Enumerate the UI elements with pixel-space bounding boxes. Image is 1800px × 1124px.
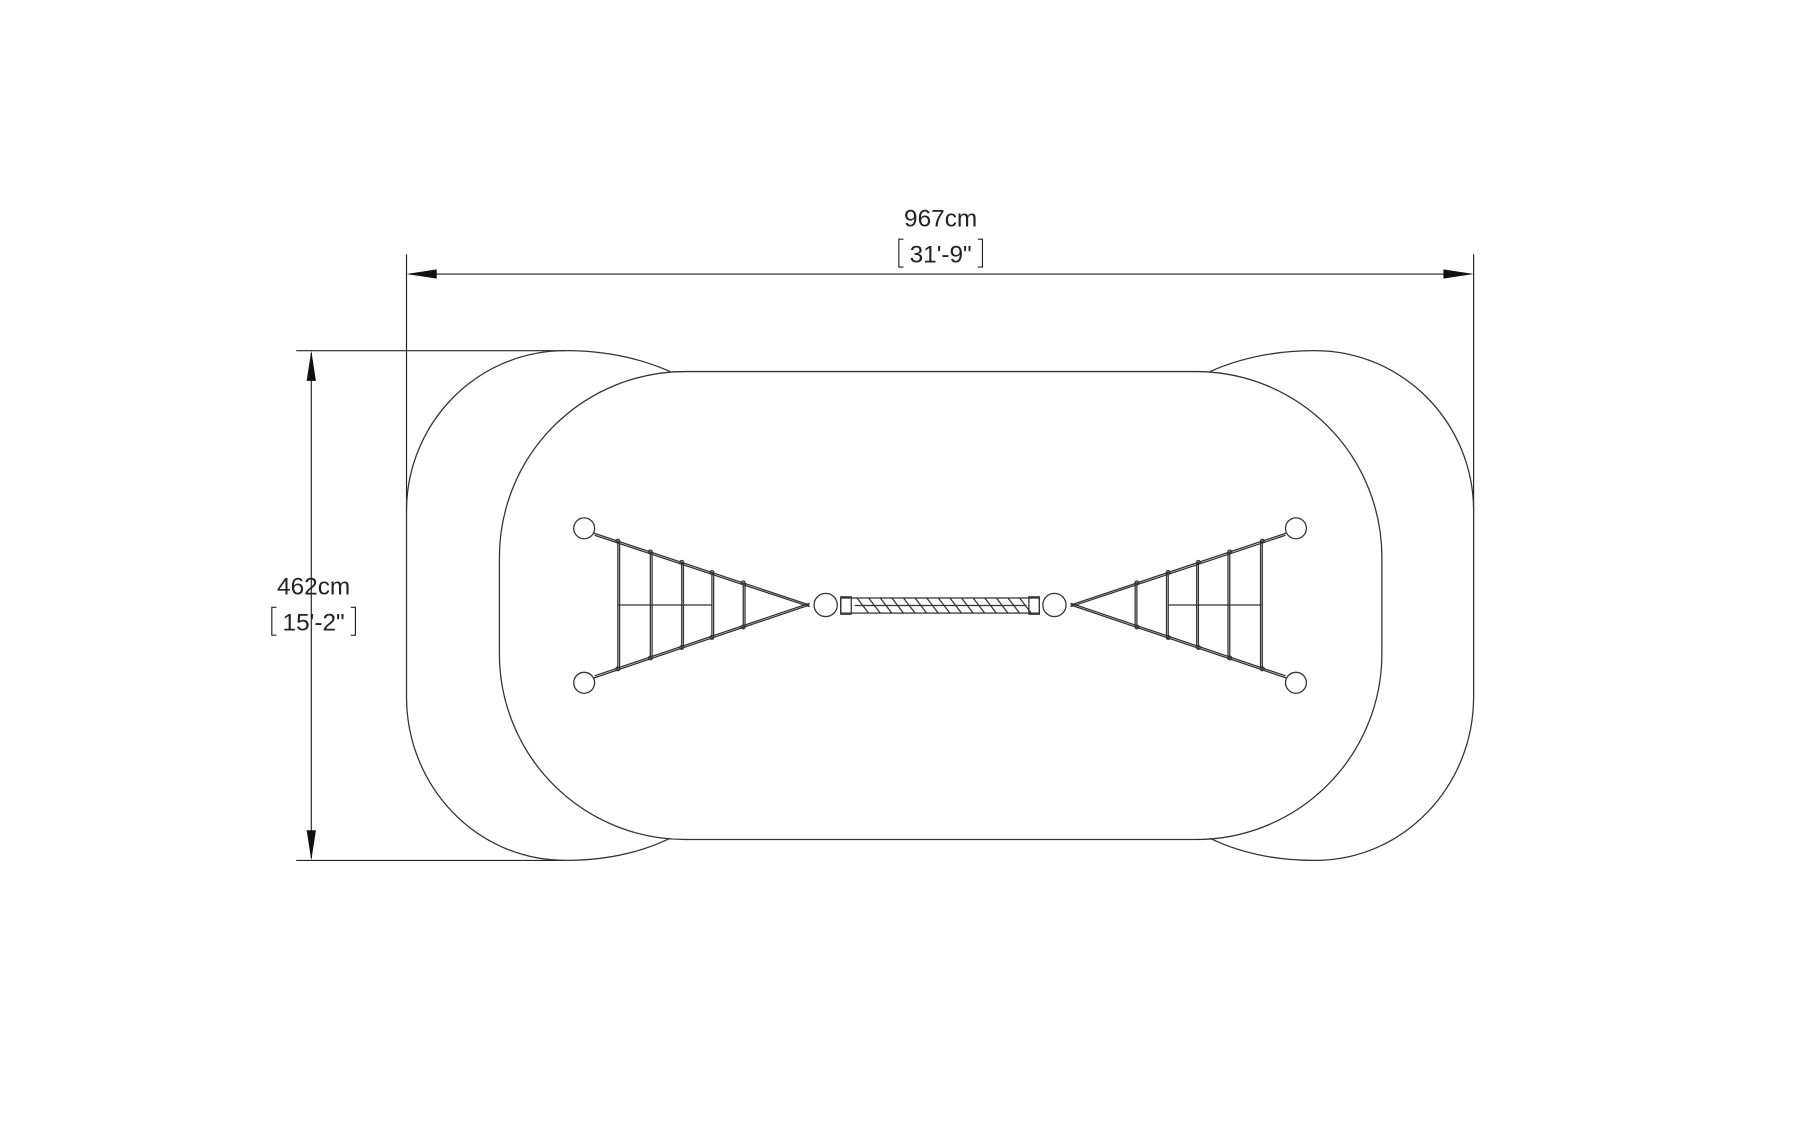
log-twist [984,597,997,614]
log-twist [937,597,951,614]
width-metric-label: 967cm [904,205,977,232]
width-bracket [898,238,984,268]
log-twist [879,597,893,614]
log-endcap [1028,596,1040,615]
net-rope [1070,532,1287,606]
depth-bracket [271,606,356,636]
net-clamp [740,624,746,630]
anchor-ring [1284,517,1308,540]
net-rope [1070,534,1286,608]
arrowhead-bottom-icon [306,830,316,861]
depth-metric-label: 462cm [277,574,350,601]
log-twist [856,597,870,614]
net-clamp [615,538,621,544]
width-dimension: 967cm 31'-9" [405,205,1475,511]
net-clamp [1227,549,1233,555]
safety-zone-right-lobe [1209,350,1475,862]
net-rope [1070,602,1286,677]
net-clamp [679,645,685,651]
net-clamp [647,655,653,661]
net-clamp [647,549,653,555]
anchor-ring [573,671,596,694]
net-rope [593,604,810,679]
log-twist [914,597,928,614]
net-rope [593,532,810,606]
net-clamp [709,569,715,575]
depth-imperial-label: 15'-2" [283,610,345,637]
net-clamp [1227,655,1233,661]
depth-dimension: 462cm 15'-2" [271,350,566,861]
climbing-net-equipment [573,517,1308,694]
post [1042,592,1067,618]
net-clamp [1165,634,1171,640]
net-clamp [740,580,746,586]
net-clamp [615,666,621,672]
net-rope [594,534,810,608]
log-twist [926,597,939,614]
net-clamp [1259,538,1265,544]
net-clamp [1195,559,1201,565]
safety-zone-main [498,370,1383,841]
net-clamp [679,559,685,565]
safety-zone-left-lobe [405,350,671,862]
arrowhead-top-icon [306,350,316,381]
anchor-ring [1284,671,1308,694]
log-endcap [840,596,852,615]
log-twist [868,597,881,614]
net-rope [594,602,810,677]
log-twist [1007,597,1021,614]
net-clamp [1134,624,1140,630]
net-clamp [1259,666,1265,672]
net-rope [1070,604,1287,679]
log-twist [902,597,916,614]
net-clamp [1134,580,1140,586]
net-clamp [1165,569,1171,575]
log-twist [891,597,904,614]
log-twist [995,597,1009,614]
arrowhead-left-icon [406,269,437,279]
log-twist [961,597,974,614]
log-twist [949,597,963,614]
width-imperial-label: 31'-9" [910,241,972,268]
net-clamp [1195,645,1201,651]
anchor-ring [573,517,596,540]
post [813,592,838,618]
log-twist [972,597,986,614]
arrowhead-right-icon [1443,269,1474,279]
net-clamp [709,634,715,640]
